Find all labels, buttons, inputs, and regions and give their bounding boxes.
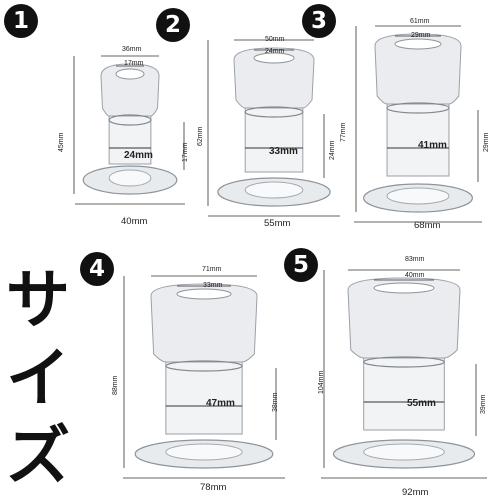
- dim-1-top-inner: 17mm: [124, 60, 144, 67]
- size-badge-2: 2: [156, 8, 190, 42]
- dim-2-inner-diameter: 33mm: [269, 146, 298, 157]
- size-badge-3: 3: [302, 4, 336, 38]
- dim-5-top-outer: 83mm: [405, 256, 425, 263]
- product-image-3: [354, 25, 482, 223]
- product-image-5: [321, 269, 487, 479]
- dim-1-top-outer: 36mm: [122, 46, 142, 53]
- dim-4-inner-diameter: 47mm: [206, 398, 235, 409]
- page-title: サ イ ズ: [6, 262, 70, 496]
- dim-5-base-width: 92mm: [402, 487, 429, 498]
- dim-4-base-width: 78mm: [200, 482, 227, 493]
- dim-1-base-width: 40mm: [121, 216, 148, 227]
- dim-3-base-width: 68mm: [414, 220, 441, 231]
- dim-2-height: 62mm: [197, 126, 204, 146]
- dim-3-top-outer: 61mm: [410, 18, 430, 25]
- dim-3-inner-diameter: 41mm: [418, 140, 447, 151]
- plug-3-head: [374, 33, 462, 105]
- dim-3-height: 77mm: [340, 122, 347, 142]
- title-char-3: ズ: [6, 420, 70, 494]
- dim-2-body-height: 24mm: [329, 140, 336, 160]
- plug-1-head: [100, 63, 160, 117]
- plug-4-ring: [165, 360, 243, 372]
- plug-3-opening: [394, 38, 442, 50]
- plug-3-ring: [386, 102, 450, 114]
- plug-5-opening: [373, 282, 435, 294]
- size-badge-5: 5: [284, 248, 318, 282]
- plug-2-opening: [253, 52, 295, 64]
- dim-4-body-height: 38mm: [272, 392, 279, 412]
- plug-3-body: [386, 103, 450, 177]
- product-image-2: [207, 39, 340, 217]
- plug-5-head: [347, 277, 461, 359]
- plug-1-ring: [108, 114, 152, 126]
- plug-5-base-hole: [363, 443, 445, 461]
- dim-3-top-inner: 29mm: [411, 32, 431, 39]
- dim-4-top-outer: 71mm: [202, 266, 222, 273]
- dim-1-body-height: 17mm: [182, 142, 189, 162]
- plug-4-head: [150, 283, 258, 363]
- product-image-1: [73, 55, 185, 205]
- plug-1-base-hole: [108, 169, 152, 187]
- size-badge-4: 4: [80, 252, 114, 286]
- dim-4-top-inner: 33mm: [203, 282, 223, 289]
- dim-1-height: 45mm: [58, 132, 65, 152]
- dim-2-top-outer: 50mm: [265, 36, 285, 43]
- dim-4-height: 88mm: [112, 375, 119, 395]
- plug-4-body: [165, 361, 243, 435]
- dim-1-inner-diameter: 24mm: [124, 150, 153, 161]
- plug-3-base-hole: [386, 187, 450, 205]
- dim-5-body-height: 39mm: [480, 394, 487, 414]
- plug-2-ring: [244, 106, 304, 118]
- plug-5-body: [363, 357, 445, 431]
- title-char-2: イ: [6, 342, 70, 416]
- product-image-4: [123, 275, 285, 479]
- dim-2-base-width: 55mm: [264, 218, 291, 229]
- size-badge-1: 1: [4, 4, 38, 38]
- title-char-1: サ: [6, 264, 70, 338]
- plug-2-base-hole: [244, 181, 304, 199]
- plug-2-head: [233, 47, 315, 109]
- plug-4-opening: [176, 288, 232, 300]
- plug-1-opening: [115, 68, 145, 80]
- plug-2-body: [244, 107, 304, 173]
- dim-5-top-inner: 40mm: [405, 272, 425, 279]
- plug-5-ring: [363, 356, 445, 368]
- dim-3-body-height: 29mm: [483, 132, 490, 152]
- dim-5-height: 104mm: [318, 370, 325, 394]
- dim-5-inner-diameter: 55mm: [407, 398, 436, 409]
- dim-2-top-inner: 24mm: [265, 48, 285, 55]
- plug-4-base-hole: [165, 443, 243, 461]
